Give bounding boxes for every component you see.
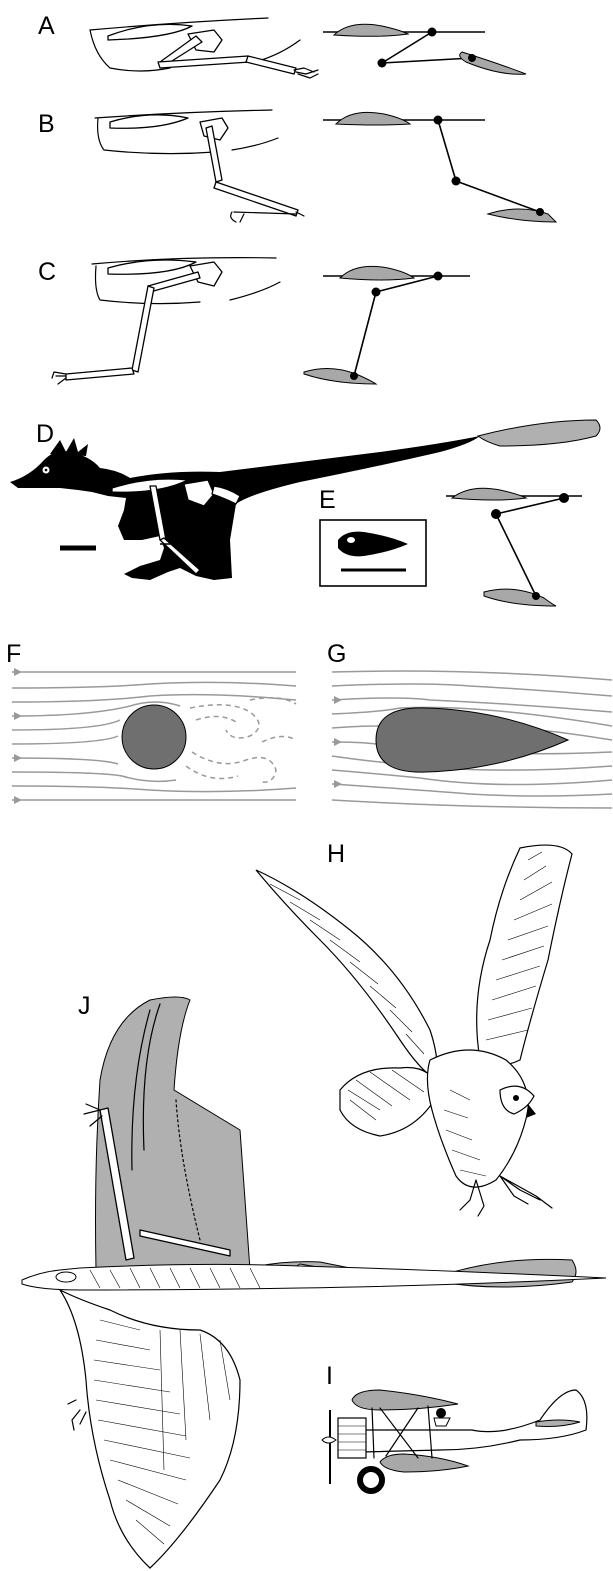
panel-i-biplane-drawing: [322, 1390, 587, 1491]
panel-g-streamlined-body: [376, 708, 568, 772]
panel-g-label: G: [327, 640, 346, 668]
panel-f-cylinder: [122, 705, 186, 769]
panel-b: B: [38, 110, 556, 222]
panel-i-label: I: [326, 1362, 333, 1390]
panel-c-skeleton-drawing: [52, 258, 280, 384]
panel-h-label: H: [327, 840, 345, 868]
panel-g: G: [327, 640, 612, 808]
panel-j-label: J: [78, 992, 91, 1020]
panel-f: F: [6, 640, 296, 804]
panel-a-linkage-diagram: [323, 24, 526, 74]
panel-c: C: [38, 258, 470, 384]
panel-d-dinosaur-silhouette: [10, 420, 600, 580]
panel-a: A: [38, 12, 526, 78]
panel-e-cross-section: [338, 532, 408, 557]
panel-e-label: E: [319, 486, 336, 514]
panel-e-linkage-diagram: [446, 488, 582, 606]
panel-b-label: B: [38, 110, 55, 138]
panel-d: D: [10, 420, 600, 580]
panel-b-linkage-diagram: [323, 112, 556, 222]
panel-b-skeleton-drawing: [95, 110, 304, 222]
panel-h: H: [256, 840, 572, 1216]
panel-h-hawk-drawing: [256, 845, 572, 1216]
panel-i: I: [322, 1362, 587, 1491]
panel-a-skeleton-drawing: [90, 18, 318, 78]
panel-c-linkage-diagram: [304, 266, 470, 384]
panel-e: E: [319, 486, 582, 606]
panel-f-label: F: [6, 640, 21, 668]
panel-a-label: A: [38, 12, 55, 40]
panel-d-label: D: [36, 420, 54, 448]
panel-c-label: C: [38, 258, 56, 286]
